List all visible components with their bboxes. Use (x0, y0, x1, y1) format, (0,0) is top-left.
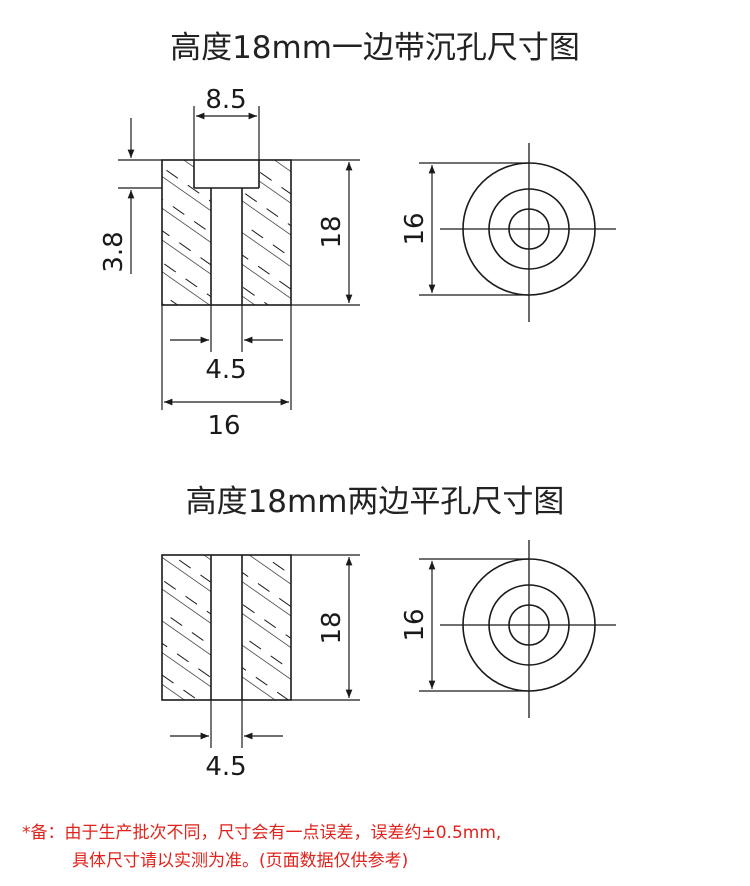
dim-height-1 (291, 159, 360, 306)
side-view-through-hole (161, 554, 292, 701)
dim-diameter-2 (419, 558, 529, 692)
dim-label-height-1: 18 (317, 215, 347, 248)
dim-label-counterbore-width: 8.5 (205, 85, 246, 115)
side-view-countersunk (161, 159, 292, 306)
dim-label-counterbore-depth: 3.8 (99, 231, 129, 272)
dim-label-diameter-1: 16 (400, 212, 430, 245)
diagram-title-through-hole: 高度18mm两边平孔尺寸图 (185, 484, 565, 520)
diagram-title-countersunk: 高度18mm一边带沉孔尺寸图 (170, 30, 580, 66)
disclaimer-line-1: *备：由于生产批次不同，尺寸会有一点误差，误差约±0.5mm, (22, 823, 502, 843)
dim-label-height-2: 18 (317, 611, 347, 644)
dim-hole-1 (170, 305, 283, 352)
disclaimer-line-2: 具体尺寸请以实测为准。(页面数据仅供参考) (72, 851, 409, 871)
dim-label-diameter-2: 16 (400, 608, 430, 641)
dim-counterbore-width (193, 106, 260, 160)
top-view-through-hole (440, 540, 616, 718)
dim-label-hole-2: 4.5 (205, 752, 246, 782)
dim-label-outer-1: 16 (207, 411, 240, 441)
dim-height-2 (291, 554, 360, 701)
dim-diameter-1 (419, 162, 529, 296)
dim-hole-2 (170, 700, 283, 748)
dim-label-hole-1: 4.5 (205, 355, 246, 385)
dim-counterbore-depth (118, 118, 162, 274)
dim-outer-1 (161, 305, 292, 410)
